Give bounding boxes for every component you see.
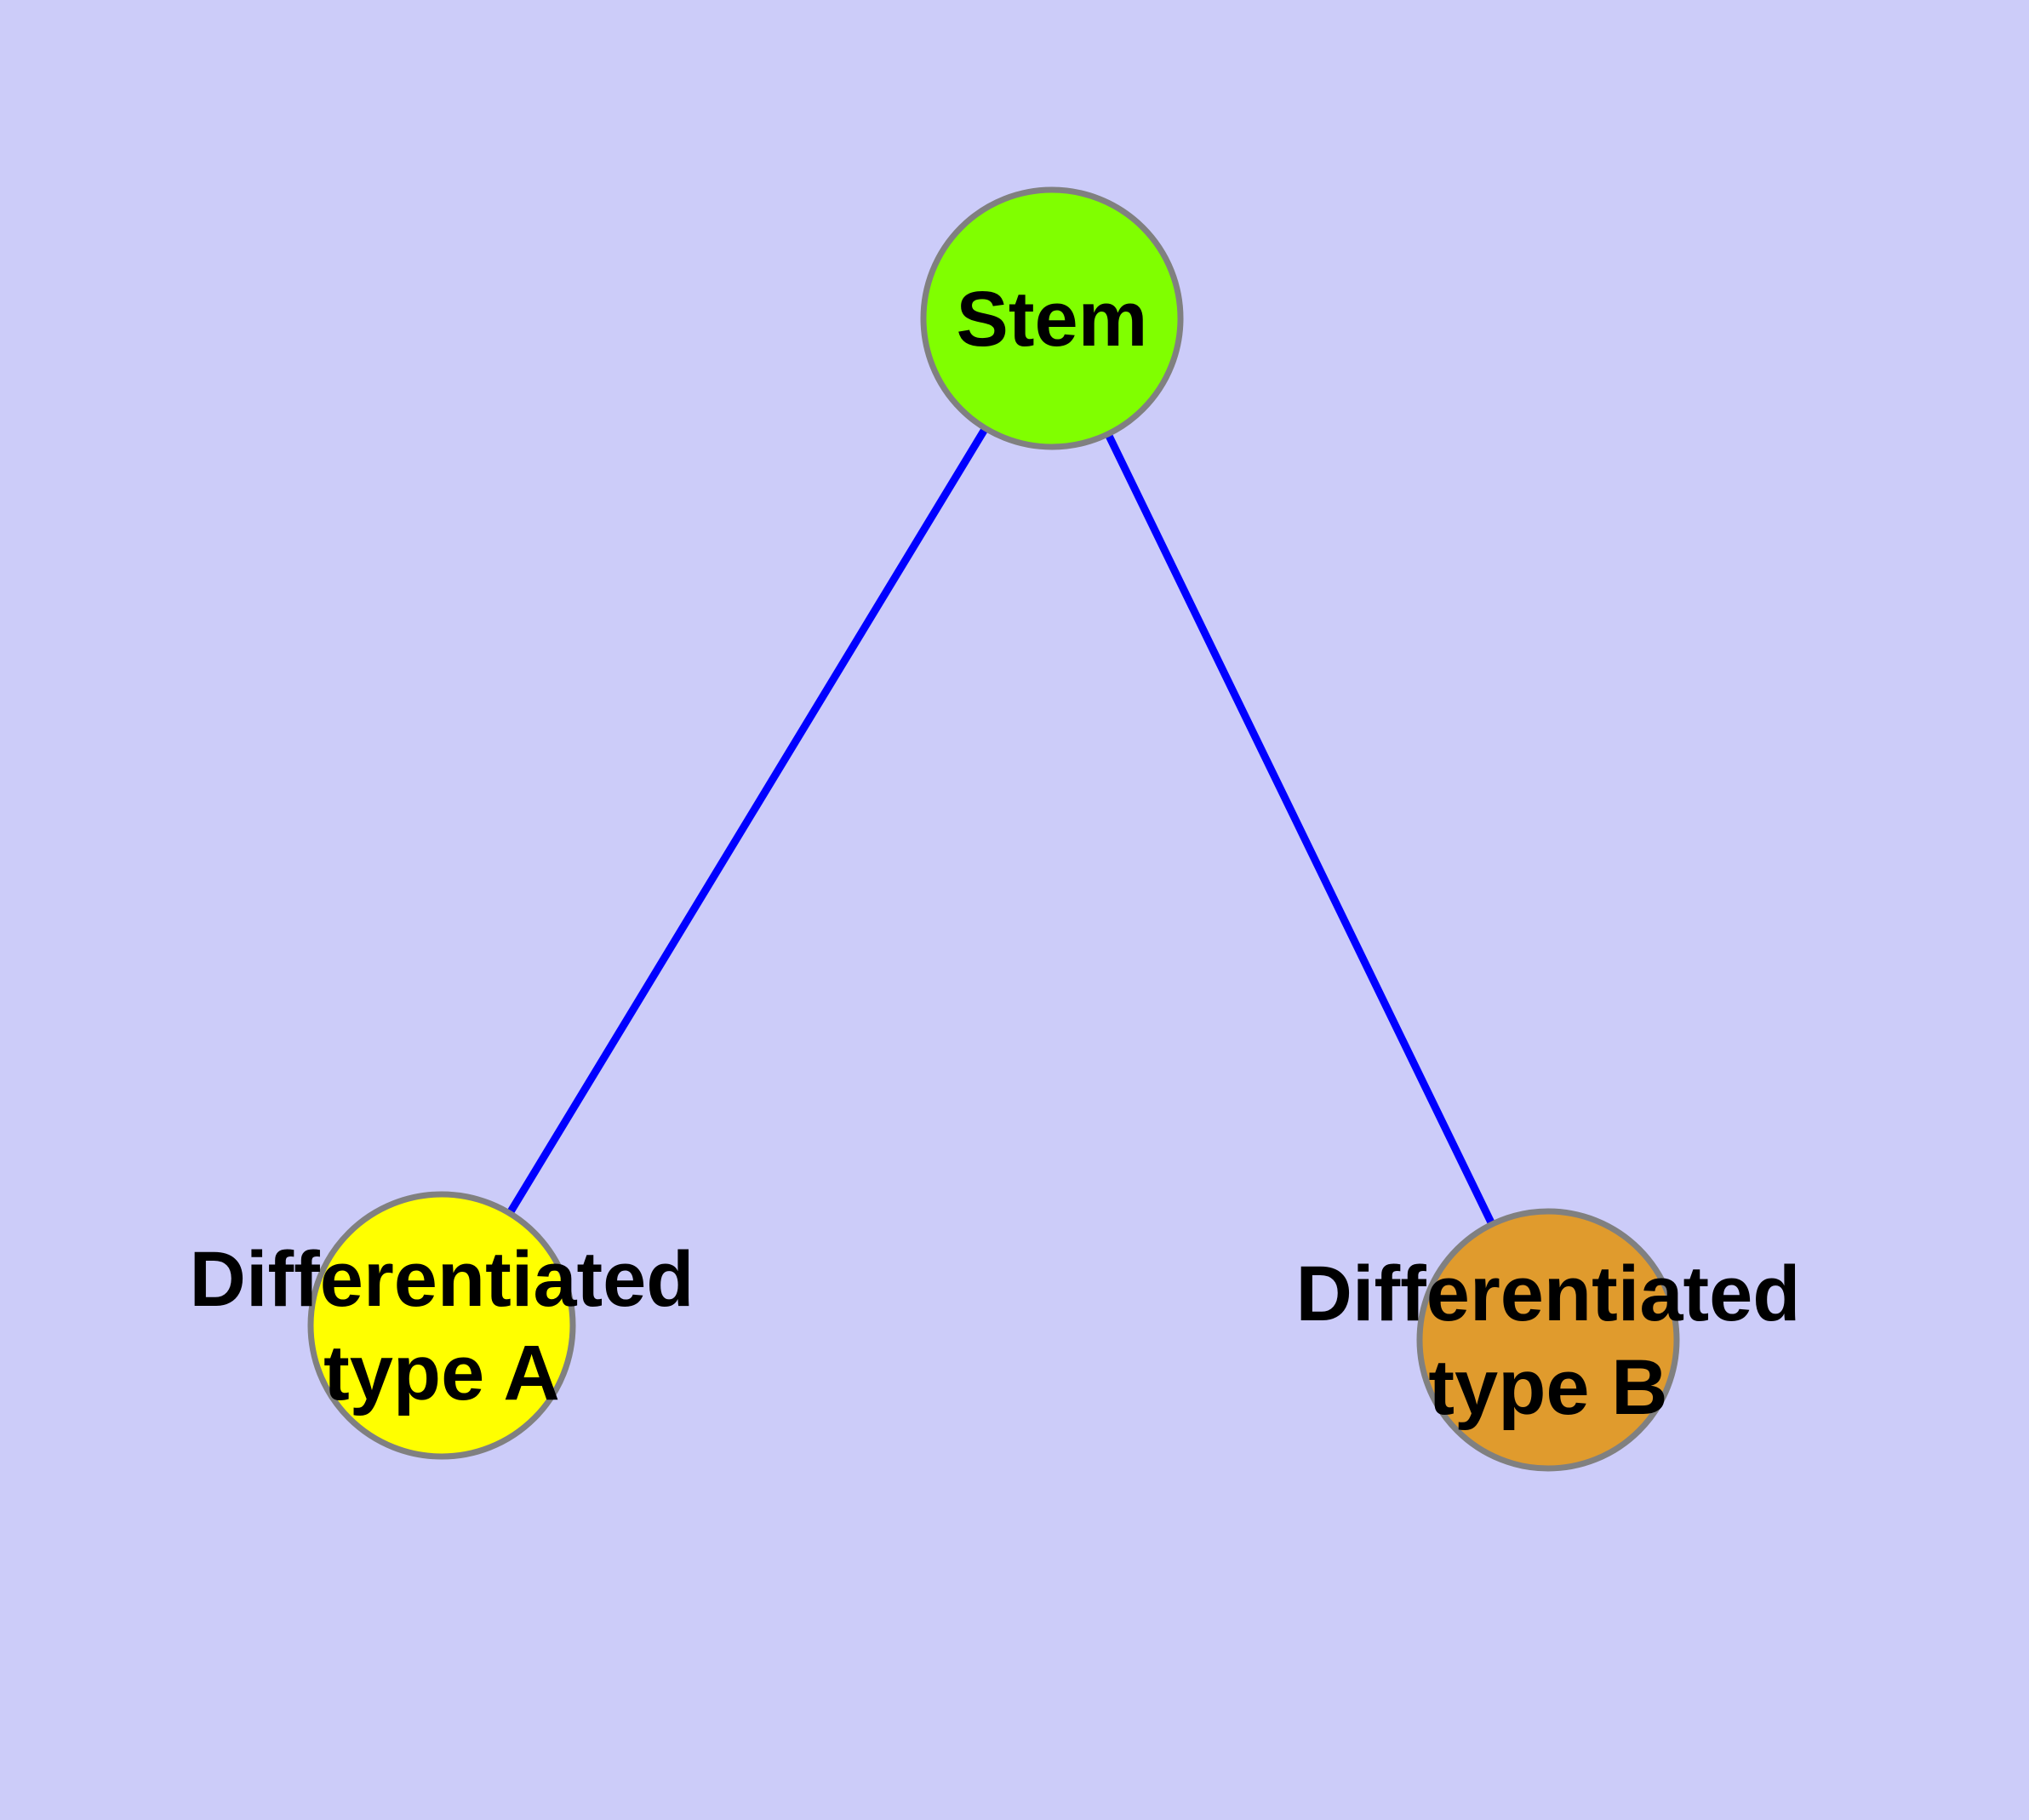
edges-layer — [438, 316, 1552, 1342]
graph-node-label-line: Differentiated — [1296, 1251, 1801, 1337]
graph-node-label-stem: Stem — [957, 276, 1148, 363]
graph-node-stem[interactable] — [920, 186, 1184, 450]
graph-node-label-line: Differentiated — [190, 1236, 694, 1323]
graph-node-label-line: type A — [323, 1330, 560, 1417]
graph-edge-stem-diff_b[interactable] — [1048, 317, 1552, 1342]
graph-node-label-line: type B — [1428, 1344, 1667, 1431]
graph-node-label-line: Stem — [957, 276, 1148, 363]
graph-node-diff_a[interactable] — [307, 1191, 576, 1460]
graph-node-diff_b[interactable] — [1416, 1208, 1680, 1472]
graph-edge-stem-diff_a[interactable] — [438, 316, 1055, 1328]
nodes-layer — [307, 186, 1680, 1472]
